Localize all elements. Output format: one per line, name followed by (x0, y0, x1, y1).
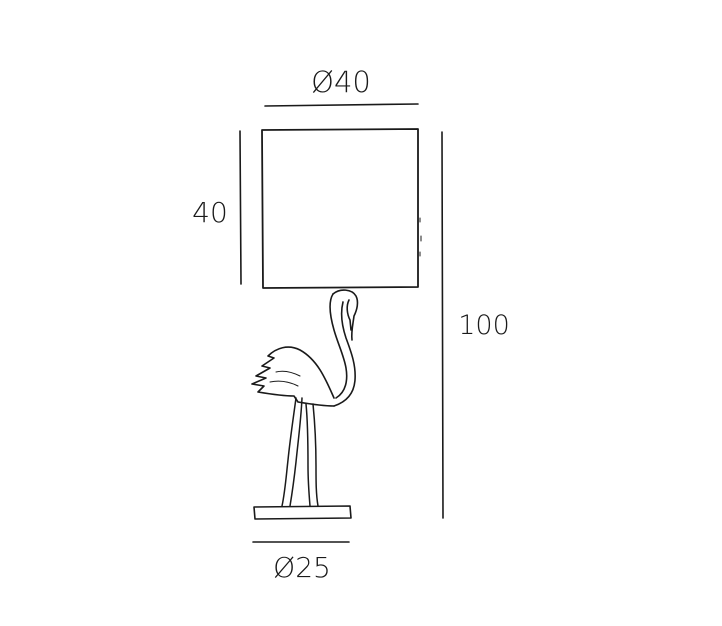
shade-height-dimension: 40 (192, 130, 242, 285)
shade-height-line (239, 130, 242, 285)
lamp-base (253, 505, 352, 520)
flamingo-wing-detail (269, 370, 301, 387)
base-diameter-label: Ø25 (273, 551, 331, 584)
lampshade-edge-sketch (419, 217, 422, 257)
shade-diameter-line (264, 103, 419, 107)
flamingo-head (332, 289, 359, 341)
total-height-label: 100 (458, 310, 510, 341)
lampshade (261, 128, 422, 289)
flamingo-figure (251, 289, 359, 507)
base-diameter-dimension: Ø25 (252, 541, 350, 584)
lampshade-outline (261, 128, 419, 289)
flamingo-legs (281, 397, 319, 507)
shade-diameter-dimension: Ø40 (264, 65, 419, 107)
lamp-base-outline (253, 505, 352, 520)
shade-diameter-label: Ø40 (311, 65, 371, 99)
total-height-line (441, 131, 444, 519)
total-height-dimension: 100 (441, 131, 510, 519)
flamingo-body (251, 346, 335, 407)
shade-height-label: 40 (192, 196, 228, 229)
flamingo-neck (329, 293, 356, 407)
